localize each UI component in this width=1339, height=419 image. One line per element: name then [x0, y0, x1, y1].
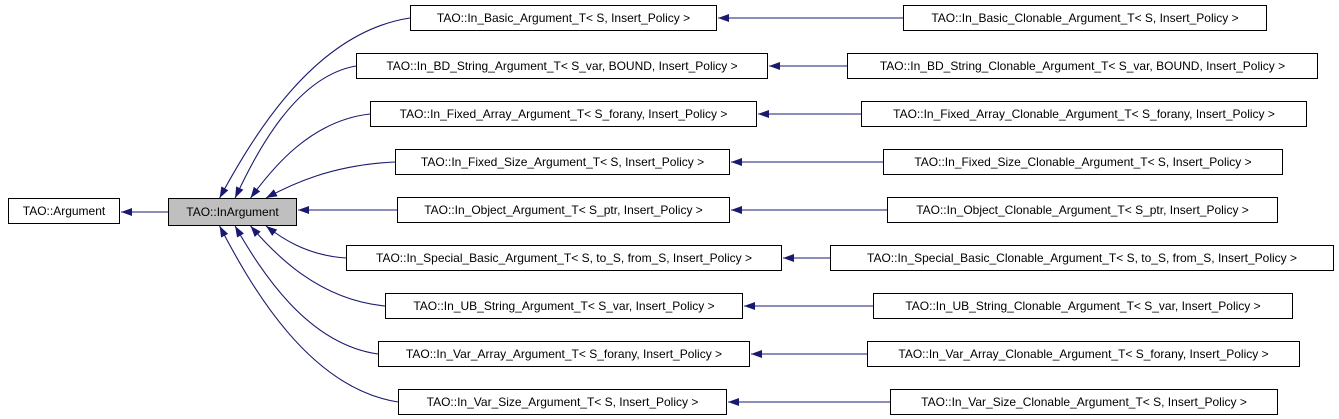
class-node-in_var_size_clonable[interactable]: TAO::In_Var_Size_Clonable_Argument_T< S,… [890, 389, 1278, 415]
class-node-in_special_basic[interactable]: TAO::In_Special_Basic_Argument_T< S, to_… [346, 245, 782, 271]
class-node-in_fixed_size_clonable[interactable]: TAO::In_Fixed_Size_Clonable_Argument_T< … [883, 149, 1283, 175]
class-node-in_fixed_array[interactable]: TAO::In_Fixed_Array_Argument_T< S_forany… [370, 101, 757, 127]
class-node-inargument: TAO::InArgument [168, 198, 297, 226]
inheritance-edge-in_fixed_size-to-inargument [265, 161, 396, 199]
class-node-argument[interactable]: TAO::Argument [8, 198, 120, 224]
inheritance-edge-in_special_basic-to-inargument [265, 225, 347, 259]
class-node-in_var_array[interactable]: TAO::In_Var_Array_Argument_T< S_forany, … [378, 341, 750, 367]
class-node-in_object_clonable[interactable]: TAO::In_Object_Clonable_Argument_T< S_pt… [887, 197, 1278, 223]
class-node-in_var_array_clonable[interactable]: TAO::In_Var_Array_Clonable_Argument_T< S… [867, 341, 1300, 367]
class-node-in_fixed_size[interactable]: TAO::In_Fixed_Size_Argument_T< S, Insert… [395, 149, 730, 175]
class-node-in_object[interactable]: TAO::In_Object_Argument_T< S_ptr, Insert… [397, 197, 730, 223]
class-node-in_basic_clonable[interactable]: TAO::In_Basic_Clonable_Argument_T< S, In… [903, 5, 1267, 31]
class-node-in_ub_string[interactable]: TAO::In_UB_String_Argument_T< S_var, Ins… [385, 293, 743, 319]
class-node-in_fixed_array_clonable[interactable]: TAO::In_Fixed_Array_Clonable_Argument_T<… [861, 101, 1307, 127]
class-node-in_bd_string[interactable]: TAO::In_BD_String_Argument_T< S_var, BOU… [356, 53, 768, 79]
class-node-in_ub_string_clonable[interactable]: TAO::In_UB_String_Clonable_Argument_T< S… [873, 293, 1293, 319]
class-node-in_basic[interactable]: TAO::In_Basic_Argument_T< S, Insert_Poli… [410, 5, 717, 31]
class-node-in_special_basic_clonable[interactable]: TAO::In_Special_Basic_Clonable_Argument_… [830, 245, 1334, 271]
class-node-in_var_size[interactable]: TAO::In_Var_Size_Argument_T< S, Insert_P… [398, 389, 727, 415]
class-node-in_bd_string_clonable[interactable]: TAO::In_BD_String_Clonable_Argument_T< S… [847, 53, 1318, 79]
inheritance-edge-in_fixed_array-to-inargument [250, 113, 371, 199]
inheritance-edge-in_bd_string-to-inargument [234, 65, 357, 199]
